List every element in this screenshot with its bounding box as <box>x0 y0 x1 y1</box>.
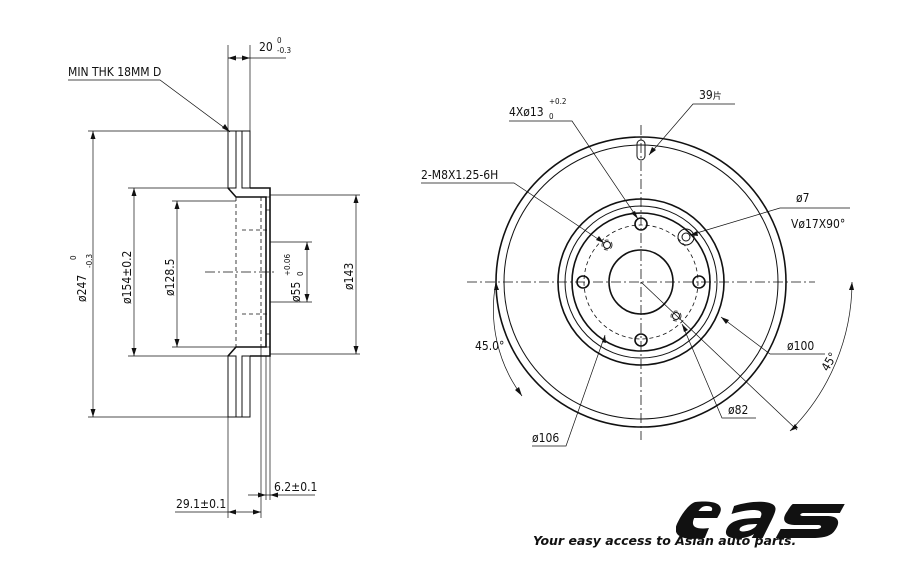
rotor-outer-edge-inner <box>503 144 779 420</box>
bolt-hole-dim: 4Xø13 <box>509 105 544 119</box>
hat-bottom-profile <box>227 334 267 357</box>
hat-outer-dim: ø143 <box>342 263 356 290</box>
bottom-outer-plate <box>241 355 251 418</box>
min-thickness-label: MIN THK 18MM D <box>68 65 161 79</box>
bolt-hole-left <box>576 275 590 289</box>
hat-outer-circle <box>557 198 725 366</box>
side-section-view: 20 0 -0.3 MIN THK 18MM D ø247 0 -0.3 ø15… <box>68 36 360 518</box>
angle-left-dim: 45.0° <box>475 339 504 353</box>
vane-slot <box>636 139 646 161</box>
bolt-hole-top <box>634 217 648 231</box>
top-outer-plate <box>241 130 251 189</box>
top-inner-plate <box>227 130 237 189</box>
threaded-hole-1 <box>603 241 611 249</box>
front-view: 4Xø13 +0.2 0 39片 2-M8X1.25-6H ø7 Vø17X90… <box>421 88 854 447</box>
bottom-inner-plate <box>227 355 237 418</box>
outer-diameter-tol-lower: -0.3 <box>85 254 94 268</box>
bore-tol-lower: 0 <box>296 271 305 276</box>
hat-top-profile <box>227 187 267 210</box>
total-height-dim: 29.1±0.1 <box>176 497 226 511</box>
pcd-100-dim: ø100 <box>787 339 814 353</box>
countersink-dim: Vø17X90° <box>791 217 845 231</box>
pcd-82-dim: ø82 <box>728 403 748 417</box>
hat-thickness-dim: 6.2±0.1 <box>274 480 317 494</box>
brand-tagline: Your easy access to Asian auto parts. <box>533 533 797 548</box>
hat-step-circle <box>564 205 718 359</box>
width-tol-lower: -0.3 <box>277 46 291 55</box>
countersunk-hole <box>681 232 691 242</box>
bolt-hole-tol-lower: 0 <box>549 112 554 121</box>
bore-tol-upper: +0.06 <box>283 254 292 276</box>
threaded-hole-dim: 2-M8X1.25-6H <box>421 168 498 182</box>
pcd-circle <box>583 224 699 340</box>
angle-arc-right <box>789 281 853 432</box>
eas-logo-text: eas <box>676 494 678 495</box>
bolt-hole-bottom <box>634 333 648 347</box>
outer-diameter-dim: ø247 <box>75 275 89 302</box>
inner-diameter-dim: ø128.5 <box>163 259 177 297</box>
eas-logo: eas <box>676 494 845 539</box>
vane-count-dim: 39片 <box>699 88 722 102</box>
hub-face-circle <box>571 212 711 352</box>
threaded-hole-2 <box>672 312 680 320</box>
angle-right-dim: 45° <box>818 350 840 374</box>
center-bore <box>608 249 674 315</box>
small-hole-dim: ø7 <box>796 191 809 205</box>
pcd-106-dim: ø106 <box>532 431 559 445</box>
hat-diameter-dim: ø154±0.2 <box>120 251 134 304</box>
bolt-hole-right <box>692 275 706 289</box>
outer-diameter-tol-upper: 0 <box>69 255 78 260</box>
width-dim: 20 <box>259 40 273 54</box>
bore-diameter-dim: ø55 <box>289 282 303 302</box>
width-tol-upper: 0 <box>277 36 282 45</box>
angle-arc-left <box>493 281 523 397</box>
bolt-hole-tol-upper: +0.2 <box>549 97 566 106</box>
